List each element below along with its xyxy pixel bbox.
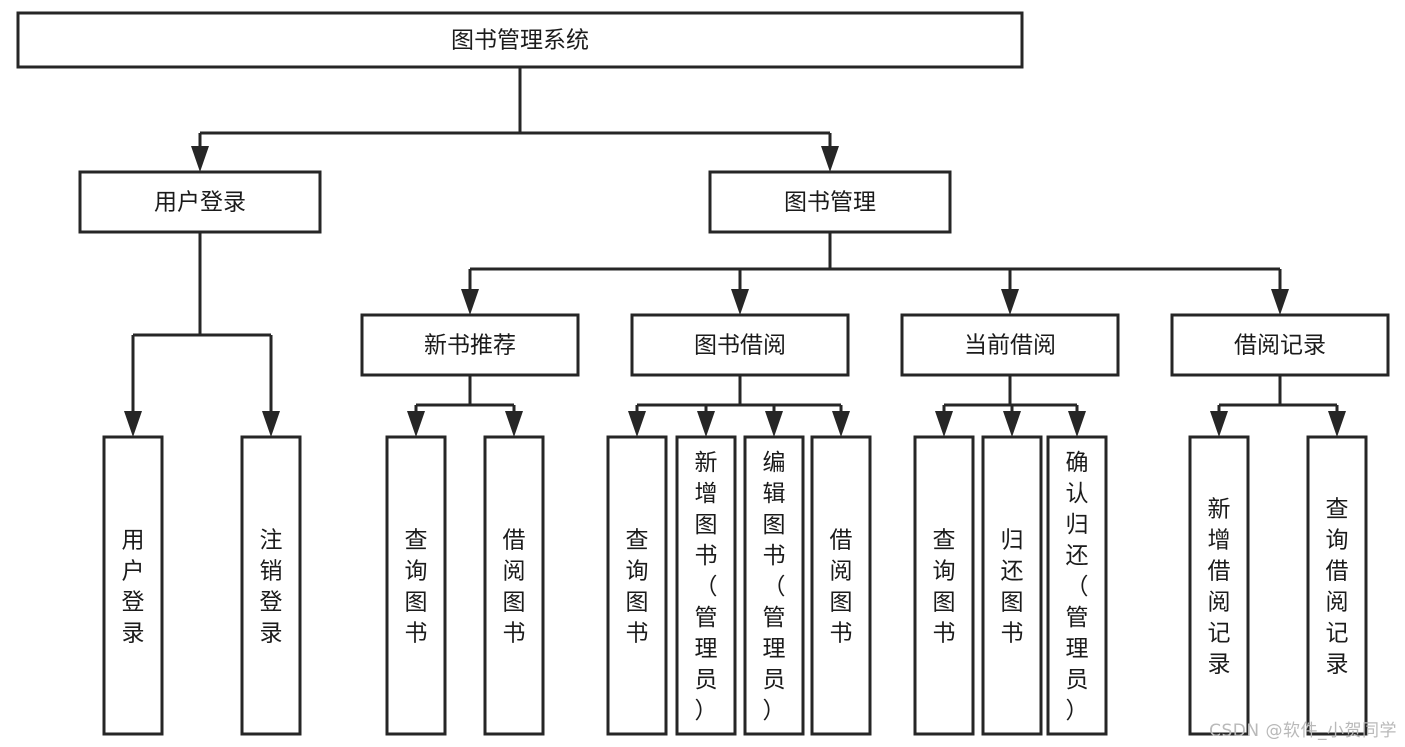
leaf-node-9[interactable]: 归还图书 — [981, 435, 1043, 736]
leaf-node-8-frame — [913, 435, 975, 736]
leaf-node-3[interactable]: 借阅图书 — [483, 435, 545, 736]
leaf-node-0-frame — [102, 435, 164, 736]
leaf-node-5-label: 新增图书（管理员） — [695, 450, 718, 724]
leaf-node-12-label: 查询借阅记录 — [1326, 497, 1349, 678]
level3-node-0-frame — [360, 313, 580, 377]
level3-node-3-frame — [1170, 313, 1390, 377]
arrow-head-icon — [1068, 411, 1086, 437]
leaf-node-5-frame — [675, 435, 737, 736]
level3-node-1-frame — [630, 313, 850, 377]
level3-node-1[interactable]: 图书借阅 — [630, 313, 850, 377]
leaf-node-11-label: 新增借阅记录 — [1208, 497, 1231, 678]
leaf-node-0[interactable]: 用户登录 — [102, 435, 164, 736]
leaf-node-7-label: 借阅图书 — [830, 528, 853, 647]
root-node-book-management-system-frame — [16, 11, 1024, 69]
arrow-head-icon — [1210, 411, 1228, 437]
leaf-node-10-label: 确认归还（管理员） — [1066, 450, 1089, 724]
level2-node-0-frame — [78, 170, 322, 234]
watermark-label: CSDN @软件_小贺同学 — [1209, 721, 1397, 741]
leaf-node-8[interactable]: 查询图书 — [913, 435, 975, 736]
arrow-head-icon — [832, 411, 850, 437]
leaf-node-10-frame — [1046, 435, 1108, 736]
arrow-head-icon — [262, 411, 280, 437]
leaf-node-2-frame — [385, 435, 447, 736]
level3-node-2[interactable]: 当前借阅 — [900, 313, 1120, 377]
root-node-book-management-system-label: 图书管理系统 — [451, 28, 589, 54]
arrow-head-icon — [628, 411, 646, 437]
leaf-node-12[interactable]: 查询借阅记录 — [1306, 435, 1368, 736]
arrow-head-icon — [407, 411, 425, 437]
leaf-node-4-frame — [606, 435, 668, 736]
arrow-head-icon — [505, 411, 523, 437]
leaf-node-6[interactable]: 编辑图书（管理员） — [743, 435, 805, 736]
level3-node-3-label: 借阅记录 — [1234, 333, 1326, 359]
leaf-node-9-label: 归还图书 — [1001, 528, 1024, 647]
leaf-node-11[interactable]: 新增借阅记录 — [1188, 435, 1250, 736]
arrow-head-icon — [697, 411, 715, 437]
arrow-head-icon — [1271, 289, 1289, 315]
level3-node-0-label: 新书推荐 — [424, 333, 516, 359]
leaf-node-6-frame — [743, 435, 805, 736]
boxes-layer: 图书管理系统用户登录图书管理新书推荐图书借阅当前借阅借阅记录用户登录注销登录查询… — [16, 11, 1390, 736]
leaf-node-12-frame — [1306, 435, 1368, 736]
leaf-node-8-label: 查询图书 — [933, 528, 956, 647]
leaf-node-3-label: 借阅图书 — [503, 528, 526, 647]
arrow-head-icon — [1003, 411, 1021, 437]
leaf-node-10[interactable]: 确认归还（管理员） — [1046, 435, 1108, 736]
leaf-node-3-frame — [483, 435, 545, 736]
leaf-node-1-frame — [240, 435, 302, 736]
leaf-node-1-label: 注销登录 — [260, 528, 283, 647]
leaf-node-5[interactable]: 新增图书（管理员） — [675, 435, 737, 736]
level3-node-3[interactable]: 借阅记录 — [1170, 313, 1390, 377]
level2-node-1-frame — [708, 170, 952, 234]
connectors-layer — [124, 67, 1346, 437]
level3-node-2-frame — [900, 313, 1120, 377]
level3-node-0[interactable]: 新书推荐 — [360, 313, 580, 377]
arrow-head-icon — [461, 289, 479, 315]
level3-node-1-label: 图书借阅 — [694, 333, 786, 359]
leaf-node-7[interactable]: 借阅图书 — [810, 435, 872, 736]
leaf-node-1[interactable]: 注销登录 — [240, 435, 302, 736]
arrow-head-icon — [124, 411, 142, 437]
leaf-node-7-frame — [810, 435, 872, 736]
arrow-head-icon — [821, 146, 839, 172]
leaf-node-6-label: 编辑图书（管理员） — [763, 450, 786, 724]
arrow-head-icon — [191, 146, 209, 172]
level2-node-1-label: 图书管理 — [784, 190, 876, 216]
level2-node-0-label: 用户登录 — [154, 190, 246, 216]
leaf-node-4[interactable]: 查询图书 — [606, 435, 668, 736]
arrow-head-icon — [1001, 289, 1019, 315]
arrow-head-icon — [1328, 411, 1346, 437]
level2-node-0[interactable]: 用户登录 — [78, 170, 322, 234]
leaf-node-11-frame — [1188, 435, 1250, 736]
arrow-head-icon — [765, 411, 783, 437]
level2-node-1[interactable]: 图书管理 — [708, 170, 952, 234]
leaf-node-0-label: 用户登录 — [122, 528, 145, 647]
leaf-node-2[interactable]: 查询图书 — [385, 435, 447, 736]
leaf-node-2-label: 查询图书 — [405, 528, 428, 647]
arrow-head-icon — [731, 289, 749, 315]
leaf-node-9-frame — [981, 435, 1043, 736]
arrow-head-icon — [935, 411, 953, 437]
level3-node-2-label: 当前借阅 — [964, 333, 1056, 359]
leaf-node-4-label: 查询图书 — [626, 528, 649, 647]
root-node-book-management-system[interactable]: 图书管理系统 — [16, 11, 1024, 69]
